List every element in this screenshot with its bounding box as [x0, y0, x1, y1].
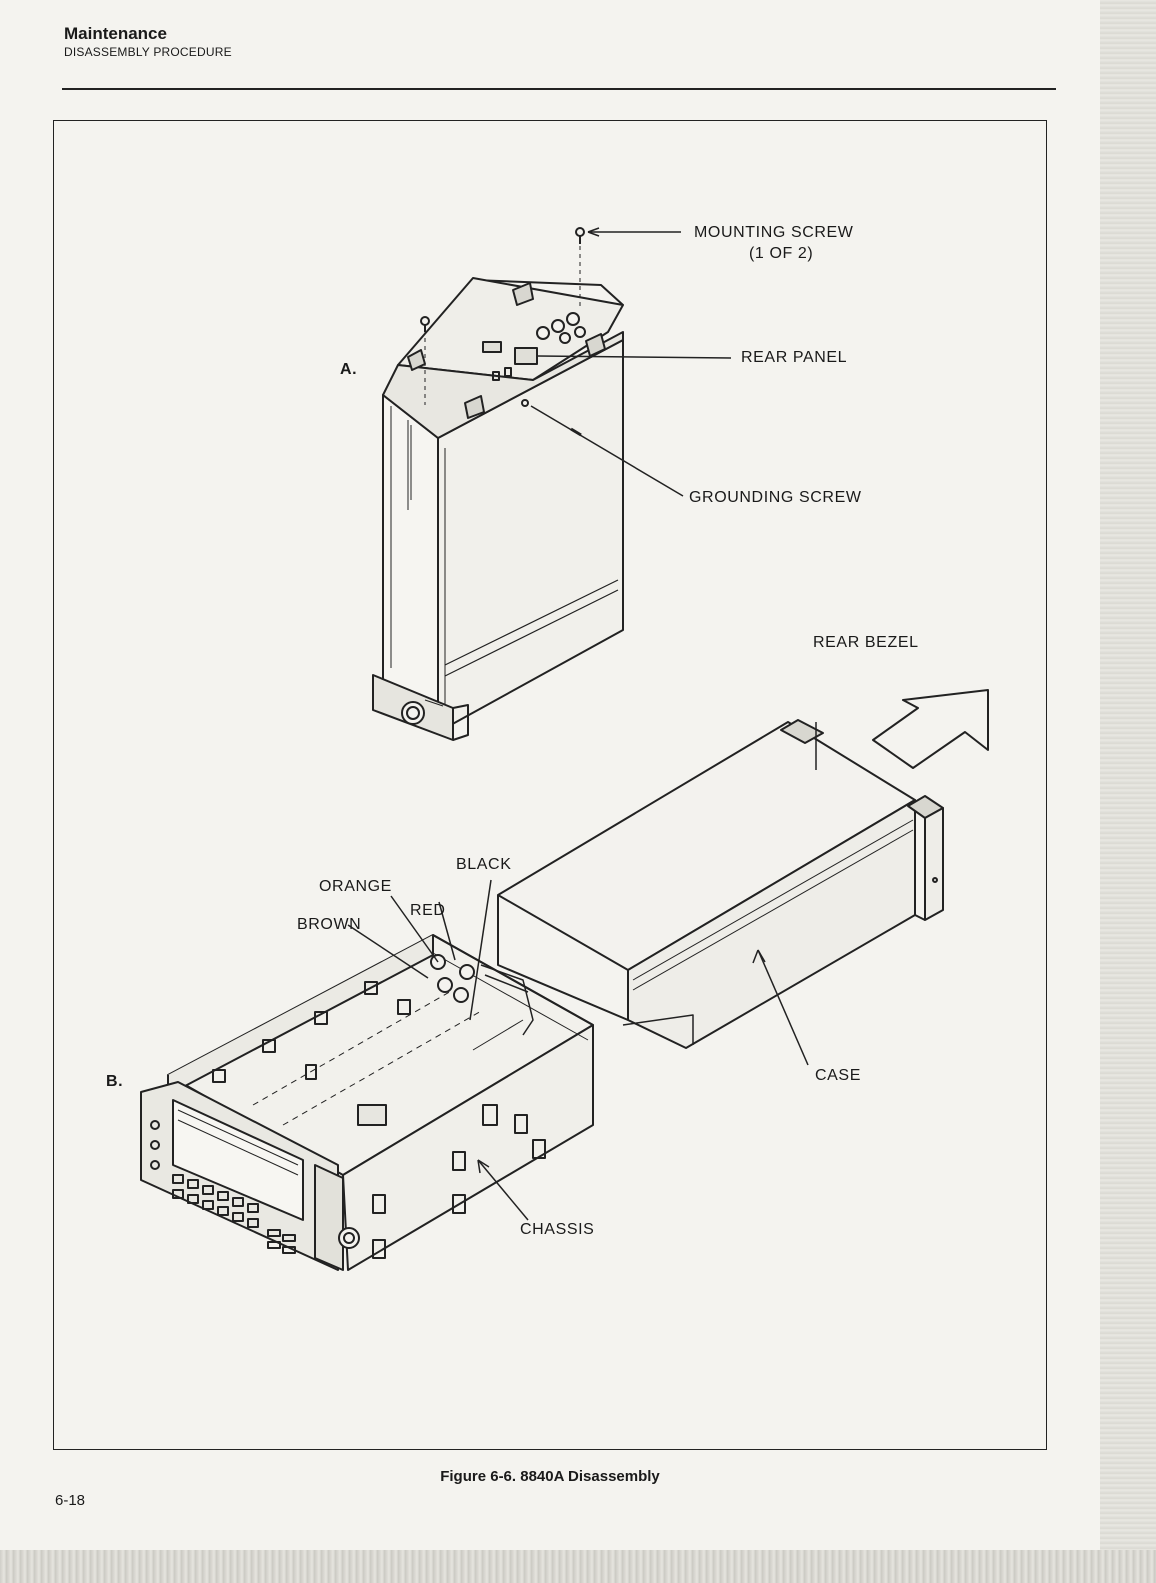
view-a-label: A.	[340, 361, 357, 379]
scan-edge-bottom	[0, 1550, 1156, 1583]
disassembly-illustration	[53, 120, 1047, 1450]
figure-caption: Figure 6-6. 8840A Disassembly	[0, 1468, 1100, 1485]
removal-direction-arrow	[873, 690, 988, 768]
view-b-label: B.	[106, 1073, 123, 1091]
callout-red-wire: RED	[410, 902, 446, 920]
callout-black-wire: BLACK	[456, 856, 511, 874]
view-a-instrument	[373, 228, 623, 740]
callout-grounding-screw: GROUNDING SCREW	[689, 489, 862, 507]
callout-brown-wire: BROWN	[297, 916, 361, 934]
case-part	[498, 720, 943, 1048]
callout-orange-wire: ORANGE	[319, 878, 392, 896]
scan-edge-right	[1100, 0, 1156, 1583]
callout-rear-panel: REAR PANEL	[741, 349, 847, 367]
callout-chassis: CHASSIS	[520, 1221, 594, 1239]
chassis-part	[141, 935, 593, 1270]
page-number: 6-18	[55, 1492, 85, 1509]
callout-mounting-screw-qty: (1 OF 2)	[749, 245, 813, 263]
callout-rear-bezel: REAR BEZEL	[813, 634, 919, 652]
section-title: Maintenance	[64, 24, 167, 44]
callout-mounting-screw: MOUNTING SCREW	[694, 224, 854, 242]
subsection-title: DISASSEMBLY PROCEDURE	[64, 45, 232, 59]
mounting-screw-part	[576, 228, 584, 244]
callout-case: CASE	[815, 1067, 861, 1085]
header-rule	[62, 88, 1056, 90]
